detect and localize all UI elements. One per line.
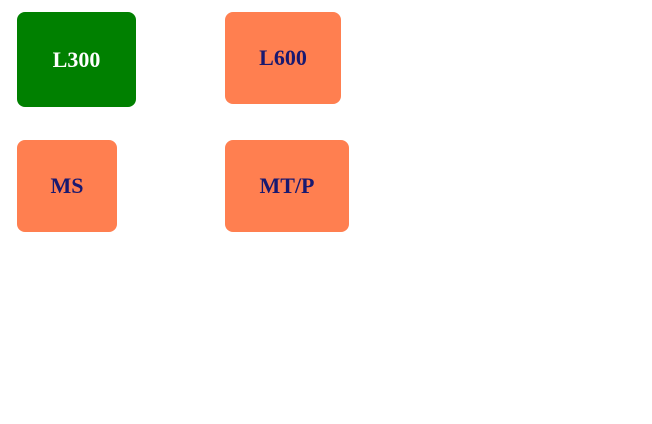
tile-l600-button[interactable]: L600 [225,12,341,104]
tile-ms-button[interactable]: MS [17,140,117,232]
tile-l300-button[interactable]: L300 [17,12,136,107]
tile-l600-label: L600 [259,45,307,70]
tile-mtp-label: MT/P [259,173,315,198]
tile-l300-label: L300 [52,46,101,72]
tile-mtp-button[interactable]: MT/P [225,140,349,232]
tile-ms-label: MS [50,173,84,198]
